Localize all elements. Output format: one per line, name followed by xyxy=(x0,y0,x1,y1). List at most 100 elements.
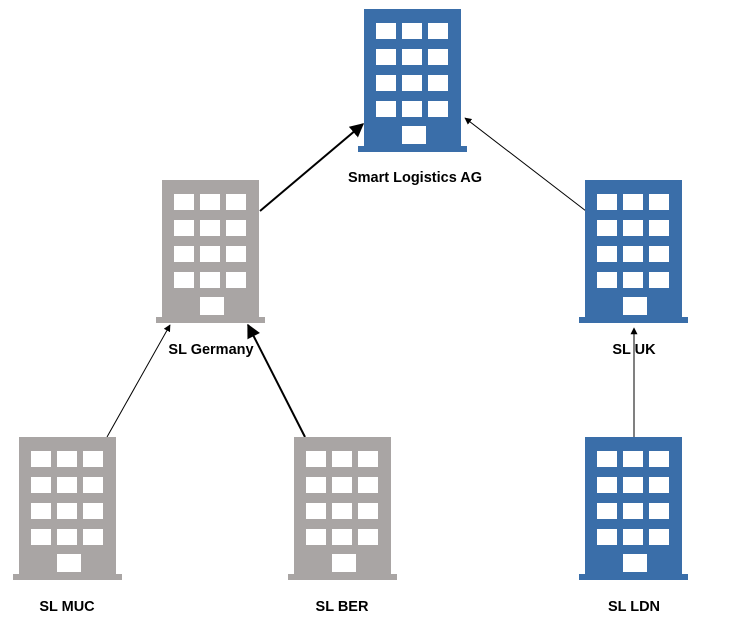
building-window xyxy=(332,451,352,467)
building-window xyxy=(597,503,617,519)
building-window xyxy=(597,272,617,288)
building-window xyxy=(623,220,643,236)
building-door xyxy=(200,297,224,315)
office-building-icon xyxy=(358,9,467,152)
building-window xyxy=(428,23,448,39)
building-window xyxy=(332,503,352,519)
building-base xyxy=(579,317,688,323)
building-window xyxy=(623,477,643,493)
building-window xyxy=(83,503,103,519)
building-window xyxy=(597,451,617,467)
node-sl-uk xyxy=(579,180,688,323)
node-smart-logistics-ag xyxy=(358,9,467,152)
building-door xyxy=(623,297,647,315)
building-window xyxy=(200,220,220,236)
building-window xyxy=(306,451,326,467)
building-window xyxy=(623,451,643,467)
building-base xyxy=(156,317,265,323)
building-window xyxy=(597,246,617,262)
building-window xyxy=(57,477,77,493)
building-window xyxy=(226,194,246,210)
edge-muc-to-germany xyxy=(106,324,171,438)
node-sl-ber xyxy=(288,437,397,580)
building-window xyxy=(376,101,396,117)
label-smart-logistics-ag: Smart Logistics AG xyxy=(348,170,482,186)
building-window xyxy=(376,49,396,65)
building-window xyxy=(649,451,669,467)
building-window xyxy=(597,477,617,493)
building-window xyxy=(623,246,643,262)
label-sl-germany: SL Germany xyxy=(168,342,253,358)
edge-uk-to-hq xyxy=(464,117,587,212)
building-door xyxy=(402,126,426,144)
building-window xyxy=(226,272,246,288)
label-sl-ldn: SL LDN xyxy=(608,599,660,615)
building-window xyxy=(306,477,326,493)
building-window xyxy=(402,49,422,65)
building-window xyxy=(57,529,77,545)
building-window xyxy=(428,75,448,91)
building-base xyxy=(358,146,467,152)
building-window xyxy=(623,194,643,210)
building-window xyxy=(200,272,220,288)
building-window xyxy=(31,451,51,467)
office-building-icon xyxy=(156,180,265,323)
building-window xyxy=(623,529,643,545)
building-window xyxy=(174,272,194,288)
building-door xyxy=(623,554,647,572)
building-window xyxy=(226,220,246,236)
building-window xyxy=(402,101,422,117)
building-window xyxy=(83,451,103,467)
edges xyxy=(106,117,638,438)
building-window xyxy=(83,477,103,493)
building-window xyxy=(402,75,422,91)
node-sl-muc xyxy=(13,437,122,580)
building-window xyxy=(332,529,352,545)
building-window xyxy=(428,101,448,117)
building-window xyxy=(623,272,643,288)
building-window xyxy=(649,194,669,210)
building-base xyxy=(579,574,688,580)
building-window xyxy=(31,477,51,493)
building-window xyxy=(174,246,194,262)
building-window xyxy=(31,503,51,519)
building-window xyxy=(649,272,669,288)
building-window xyxy=(649,220,669,236)
building-window xyxy=(358,503,378,519)
building-window xyxy=(376,75,396,91)
office-building-icon xyxy=(579,180,688,323)
label-sl-muc: SL MUC xyxy=(39,599,95,615)
building-base xyxy=(13,574,122,580)
building-window xyxy=(57,451,77,467)
building-window xyxy=(649,246,669,262)
office-building-icon xyxy=(13,437,122,580)
building-window xyxy=(376,23,396,39)
building-window xyxy=(332,477,352,493)
building-window xyxy=(200,194,220,210)
building-window xyxy=(306,503,326,519)
building-window xyxy=(623,503,643,519)
building-window xyxy=(358,477,378,493)
building-window xyxy=(174,194,194,210)
building-window xyxy=(358,451,378,467)
building-window xyxy=(306,529,326,545)
label-sl-uk: SL UK xyxy=(612,342,656,358)
building-window xyxy=(597,220,617,236)
edge-germany-to-hq xyxy=(259,123,365,212)
building-window xyxy=(174,220,194,236)
building-window xyxy=(597,194,617,210)
building-window xyxy=(226,246,246,262)
building-base xyxy=(288,574,397,580)
building-window xyxy=(597,529,617,545)
office-building-icon xyxy=(288,437,397,580)
node-sl-germany xyxy=(156,180,265,323)
building-window xyxy=(649,503,669,519)
building-window xyxy=(649,529,669,545)
node-sl-ldn xyxy=(579,437,688,580)
building-door xyxy=(332,554,356,572)
building-window xyxy=(83,529,103,545)
office-building-icon xyxy=(579,437,688,580)
building-window xyxy=(402,23,422,39)
building-window xyxy=(358,529,378,545)
